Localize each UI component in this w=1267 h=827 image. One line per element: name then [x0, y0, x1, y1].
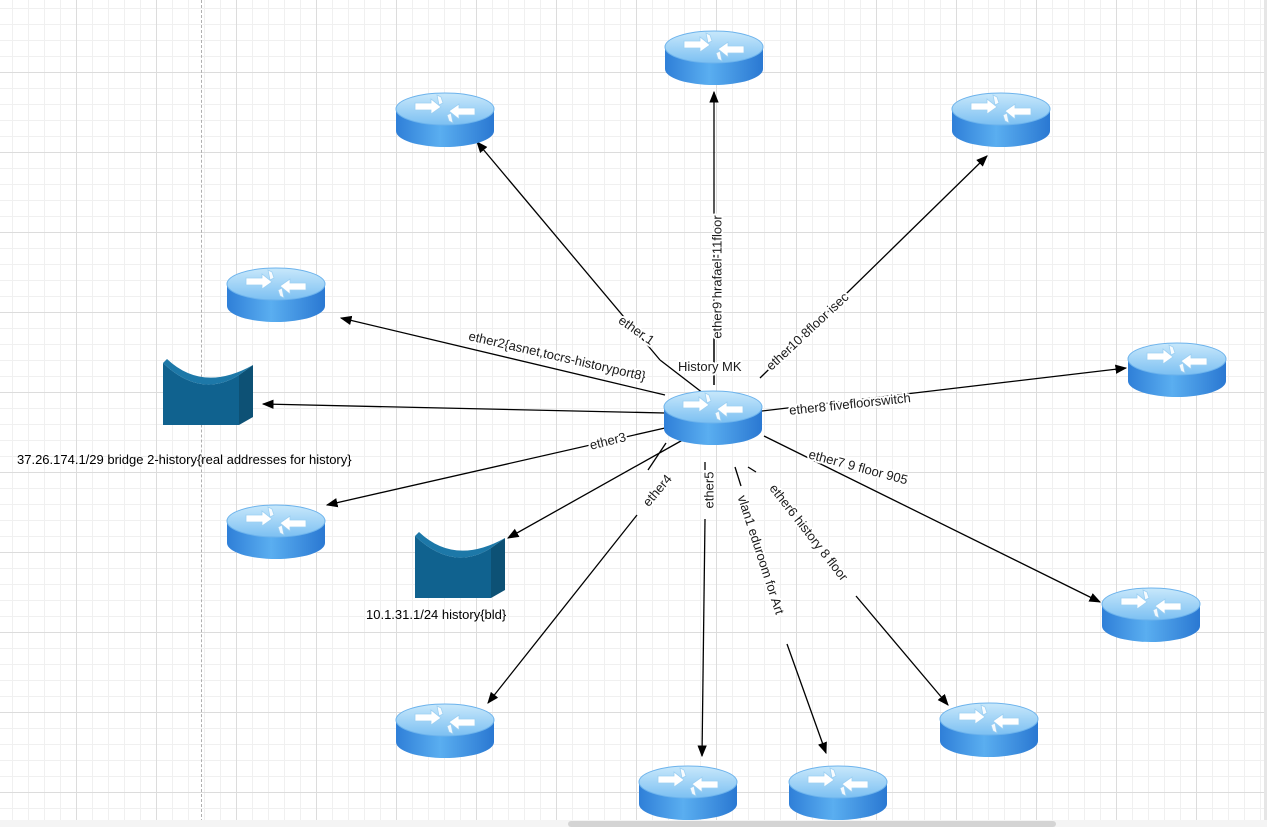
link-edge-ether5[interactable] [697, 518, 707, 758]
link-label-ether4: ether4 [640, 471, 675, 509]
link-edge-ether6[interactable] [855, 595, 949, 706]
link-label-ether3: ether3 [588, 429, 627, 452]
canvas-edge [1264, 0, 1267, 827]
router-icon[interactable] [638, 765, 738, 821]
link-edge-ether4[interactable] [487, 514, 638, 704]
link-edge-vlan1[interactable] [786, 643, 827, 755]
router-icon[interactable] [226, 267, 326, 323]
center-router-label: History MK [678, 359, 742, 374]
link-edge-ether3[interactable] [325, 427, 666, 508]
router-icon[interactable] [395, 92, 495, 148]
link-label-ether2: ether2{asnet,tocrs-historyport8} [467, 328, 648, 384]
subnet-label-bld: 10.1.31.1/24 history{bld} [366, 607, 507, 622]
link-label-ether1: ether 1 [616, 312, 658, 348]
router-icon[interactable] [951, 92, 1051, 148]
router-icon[interactable] [395, 703, 495, 759]
link-edge-ether7[interactable] [763, 435, 1102, 603]
router-icon[interactable] [1101, 587, 1201, 643]
router-icon[interactable] [788, 765, 888, 821]
router-icon[interactable] [664, 30, 764, 86]
link-edge-bridge[interactable] [261, 399, 666, 414]
subnet-bridge-icon[interactable] [163, 359, 253, 425]
link-label-vlan1: vlan1 eduroom for Art [735, 493, 788, 616]
link-edge-ether8[interactable] [761, 364, 1128, 412]
subnet-bridge-icon[interactable] [415, 532, 505, 598]
link-stub-vlan1 [734, 466, 742, 487]
link-stub-ether4 [647, 442, 667, 471]
router-icon[interactable] [1127, 342, 1227, 398]
link-edge-ether2[interactable] [339, 315, 666, 396]
link-label-ether10: ether10 8floor isec [763, 289, 852, 373]
link-edge-ether10[interactable] [759, 155, 988, 379]
subnet-label-bridge: 37.26.174.1/29 bridge 2-history{real add… [17, 452, 352, 467]
router-icon[interactable] [226, 504, 326, 560]
center-router-icon[interactable] [663, 390, 763, 446]
link-label-ether6: ether6 history 8 floor [766, 481, 851, 584]
horizontal-scrollbar-thumb[interactable] [568, 821, 1056, 827]
link-label-ether5: ether5 [701, 472, 716, 509]
link-stub-ether6 [747, 466, 757, 473]
router-icon[interactable] [939, 702, 1039, 758]
link-label-ether8: ether8 fivefloorswitch [788, 390, 911, 418]
link-label-ether7: ether7 9 floor 905 [807, 447, 909, 488]
link-label-ether9: ether9 hrafael-11floor [709, 215, 724, 339]
link-edge-ether1[interactable] [476, 141, 661, 361]
